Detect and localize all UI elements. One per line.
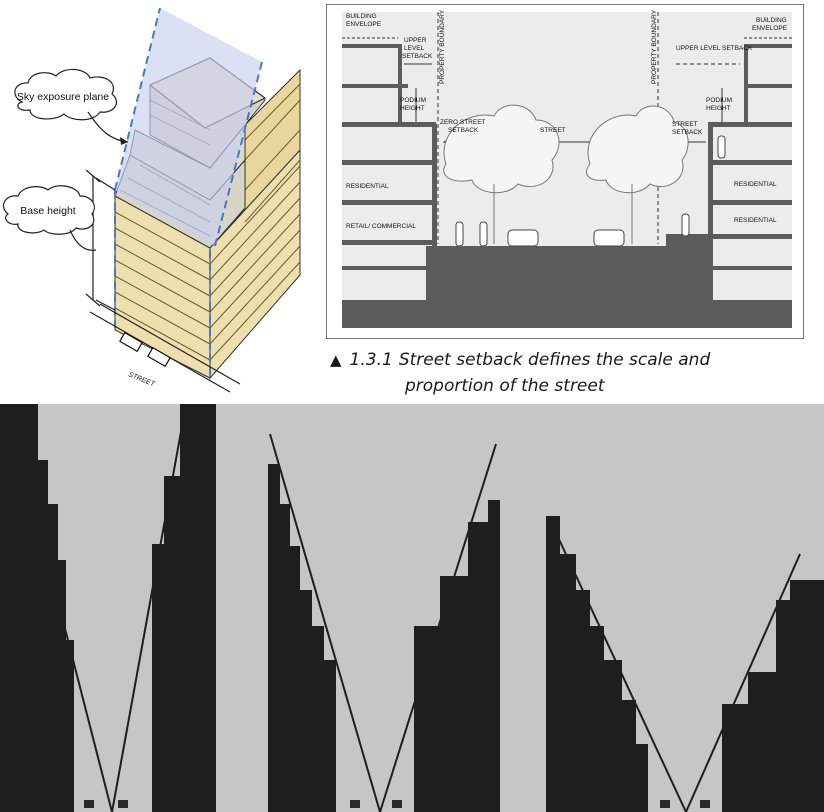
car-icons bbox=[119, 331, 171, 368]
retail-commercial-label: RETAIL/ COMMERCIAL bbox=[346, 223, 416, 230]
photo-sky bbox=[0, 404, 824, 812]
base-height-dimension bbox=[85, 169, 116, 311]
right-building bbox=[666, 44, 792, 300]
residential-right-label-2: RESIDENTIAL bbox=[734, 217, 777, 224]
tree-left bbox=[443, 104, 560, 244]
base-height-label: Base height bbox=[20, 205, 76, 217]
caption-triangle-icon: ▲ bbox=[330, 351, 342, 369]
residential-left-label: RESIDENTIAL bbox=[346, 183, 389, 190]
residential-right-label-1: RESIDENTIAL bbox=[734, 181, 777, 188]
silhouette-right-3 bbox=[722, 580, 824, 812]
pedestrians bbox=[455, 135, 726, 247]
sky-exposure-silhouette-image bbox=[0, 404, 824, 812]
base-height-callout: Base height bbox=[3, 185, 97, 251]
isometric-building-diagram: Sky exposure plane Base height STREET bbox=[3, 7, 301, 393]
upper-level-setback-right-label: UPPER LEVEL SETBACK bbox=[676, 45, 753, 52]
tree-right bbox=[586, 105, 689, 244]
sky-exposure-sight-lines bbox=[9, 404, 801, 812]
facade-stripes-front bbox=[114, 211, 211, 361]
silhouette-left-3 bbox=[546, 516, 648, 812]
sky-exposure-label: Sky exposure plane bbox=[17, 91, 109, 103]
property-boundary-left-label: PROPERTY BOUNDARY bbox=[439, 9, 446, 84]
silhouette-left-1 bbox=[0, 404, 74, 812]
facade-stripes-right bbox=[209, 83, 301, 361]
caption-line-1: Street setback defines the scale and bbox=[398, 350, 711, 370]
ground-figures bbox=[84, 800, 710, 808]
caption-line-2: proportion of the street bbox=[405, 376, 605, 396]
caption-number: 1.3.1 bbox=[349, 350, 393, 370]
street-label: STREET bbox=[127, 371, 156, 388]
sky-exposure-plane bbox=[115, 8, 262, 246]
street-label: STREET bbox=[540, 127, 566, 134]
silhouette-left-2 bbox=[268, 464, 336, 812]
left-building bbox=[342, 44, 437, 300]
silhouette-right-2 bbox=[414, 500, 500, 812]
street-cars bbox=[507, 229, 625, 247]
property-boundary-right-label: PROPERTY BOUNDARY bbox=[651, 9, 658, 84]
sky-exposure-callout: Sky exposure plane bbox=[14, 68, 129, 145]
